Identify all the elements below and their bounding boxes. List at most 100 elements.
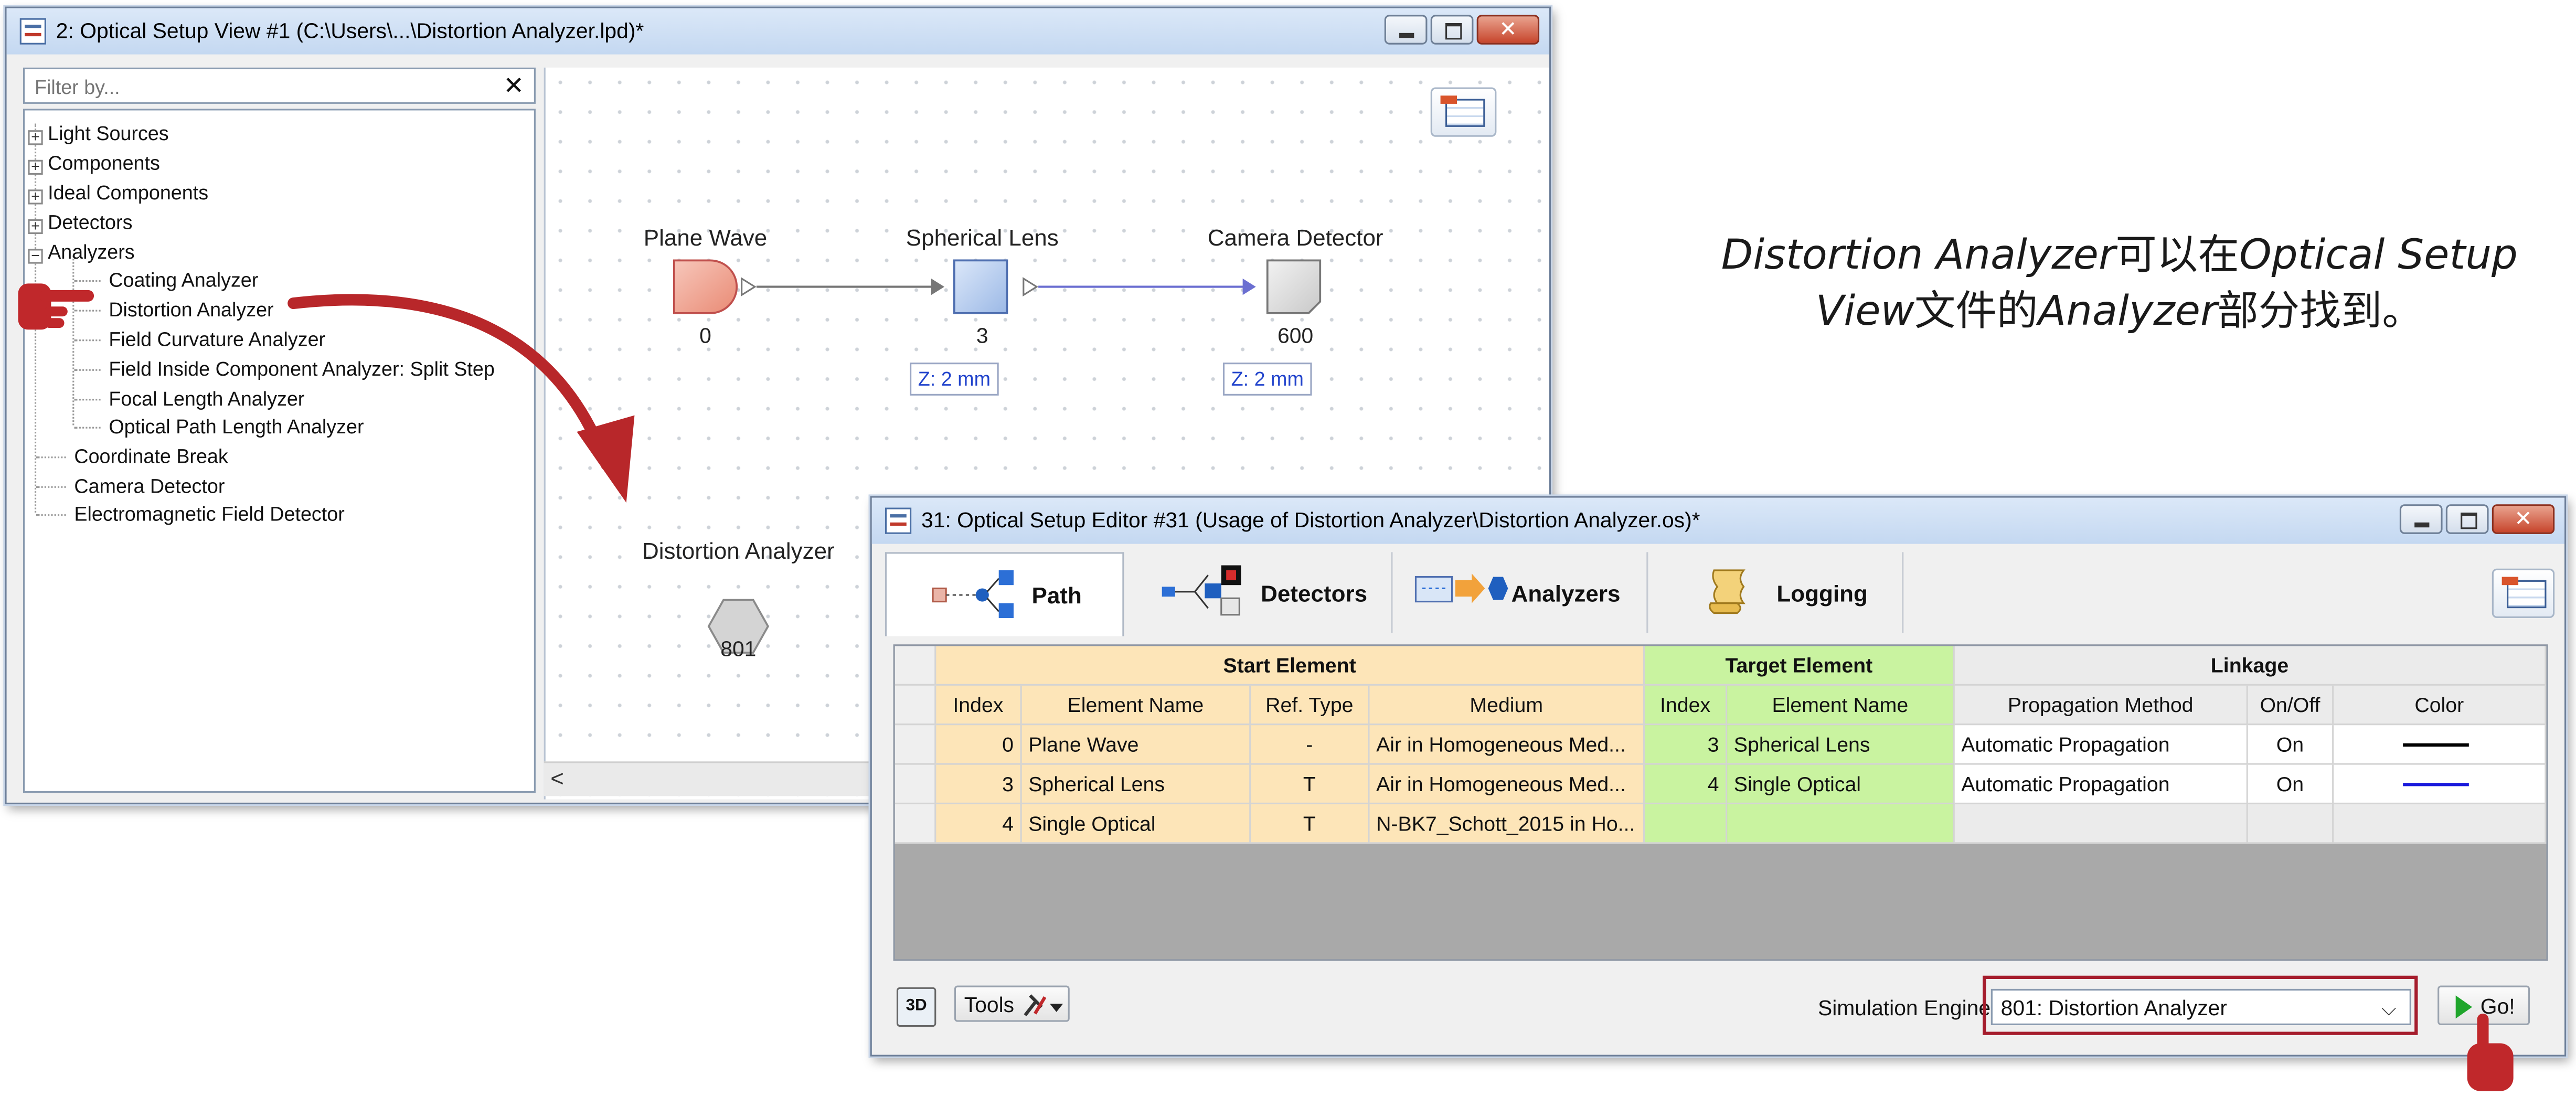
window-title: 31: Optical Setup Editor #31 (Usage of D… [921, 507, 1700, 533]
tree-line [74, 427, 101, 429]
tree-item-field-inside-component[interactable]: Field Inside Component Analyzer: Split S… [109, 357, 495, 381]
col-medium[interactable]: Medium [1369, 685, 1645, 726]
cell-on-off[interactable] [2248, 804, 2334, 844]
cell-medium[interactable]: Air in Homogeneous Med... [1369, 764, 1645, 805]
scroll-left-icon[interactable]: < [550, 764, 564, 791]
cell-propagation-method[interactable] [1954, 804, 2248, 844]
row-header[interactable] [895, 764, 936, 805]
tab-logging[interactable]: Logging [1648, 552, 1904, 633]
col-target-element-name[interactable]: Element Name [1727, 685, 1955, 726]
col-index[interactable]: Index [936, 685, 1022, 726]
col-target-index[interactable]: Index [1645, 685, 1728, 726]
cell-ref-type[interactable]: T [1251, 764, 1370, 805]
cell-target-index[interactable]: 3 [1645, 725, 1728, 765]
cell-color[interactable] [2334, 804, 2547, 844]
tree-item-distortion-analyzer[interactable]: Distortion Analyzer [109, 298, 274, 322]
tree-item-ideal-components[interactable]: +Ideal Components [28, 179, 208, 206]
camera-detector-icon[interactable] [1266, 259, 1322, 314]
cell-element-name[interactable]: Plane Wave [1021, 725, 1251, 765]
connection-lines [673, 259, 1322, 654]
expand-icon[interactable]: + [28, 218, 43, 235]
go-button[interactable]: Go! [2437, 985, 2530, 1025]
tree-item-optical-path-length-analyzer[interactable]: Optical Path Length Analyzer [109, 415, 364, 439]
tab-detectors[interactable]: Detectors [1129, 552, 1393, 633]
table-row[interactable]: 3 Spherical Lens T Air in Homogeneous Me… [895, 764, 2547, 805]
editor-tabs: Path Detectors [885, 552, 2555, 636]
close-button[interactable]: ✕ [2492, 504, 2555, 534]
cell-ref-type[interactable]: - [1251, 725, 1370, 765]
expand-icon[interactable]: + [28, 159, 43, 175]
cell-target-index[interactable]: 4 [1645, 764, 1728, 805]
cell-element-name[interactable]: Spherical Lens [1021, 764, 1251, 805]
cell-medium[interactable]: Air in Homogeneous Med... [1369, 725, 1645, 765]
layout-toolbar-icon[interactable] [2492, 568, 2555, 619]
titlebar[interactable]: 31: Optical Setup Editor #31 (Usage of D… [871, 497, 2565, 544]
col-on-off[interactable]: On/Off [2248, 685, 2334, 726]
tools-button[interactable]: Tools [954, 985, 1070, 1022]
collapse-icon[interactable]: − [28, 248, 43, 264]
annotation-part: Distortion Analyzer [1721, 230, 2116, 279]
cell-element-name[interactable]: Single Optical [1021, 804, 1251, 844]
expand-icon[interactable]: + [28, 130, 43, 145]
minimize-button[interactable] [2399, 504, 2443, 534]
titlebar[interactable]: 2: Optical Setup View #1 (C:\Users\...\D… [6, 8, 1549, 55]
cell-target-element-name[interactable]: Spherical Lens [1727, 725, 1955, 765]
tree-item-light-sources[interactable]: +Light Sources [28, 120, 169, 146]
cell-index[interactable]: 4 [936, 804, 1022, 844]
tree-item-detectors[interactable]: +Detectors [28, 209, 132, 236]
col-ref-type[interactable]: Ref. Type [1251, 685, 1370, 726]
col-color[interactable]: Color [2334, 685, 2547, 726]
cell-target-element-name[interactable] [1727, 804, 1955, 844]
filter-input[interactable] [31, 71, 499, 104]
table-row[interactable]: 4 Single Optical T N-BK7_Schott_2015 in … [895, 804, 2547, 844]
cell-propagation-method[interactable]: Automatic Propagation [1954, 764, 2248, 805]
col-propagation-method[interactable]: Propagation Method [1954, 685, 2248, 726]
z-distance-tag[interactable]: Z: 2 mm [1222, 363, 1312, 396]
cell-color[interactable] [2334, 725, 2547, 765]
cell-index[interactable]: 3 [936, 764, 1022, 805]
row-header[interactable] [895, 725, 936, 765]
simulation-engine-select[interactable]: 801: Distortion Analyzer ⌵ [1990, 988, 2411, 1025]
maximize-button[interactable] [1430, 15, 1474, 45]
cell-target-element-name[interactable]: Single Optical [1727, 764, 1955, 805]
chevron-down-icon: ⌵ [2381, 997, 2397, 1020]
pointing-hand-icon [18, 283, 94, 330]
clear-filter-icon[interactable]: ✕ [503, 72, 524, 101]
table-row[interactable]: 0 Plane Wave - Air in Homogeneous Med...… [895, 725, 2547, 765]
cell-on-off[interactable]: On [2248, 764, 2334, 805]
cell-color[interactable] [2334, 764, 2547, 805]
spherical-lens-icon[interactable] [953, 259, 1008, 314]
group-header-row: Start Element Target Element Linkage [895, 646, 2547, 686]
z-distance-tag[interactable]: Z: 2 mm [910, 363, 999, 396]
cell-index[interactable]: 0 [936, 725, 1022, 765]
plane-wave-icon[interactable] [673, 259, 738, 314]
tree-item-components[interactable]: +Components [28, 150, 160, 176]
tree-item-coating-analyzer[interactable]: Coating Analyzer [109, 269, 259, 292]
close-button[interactable]: ✕ [1476, 15, 1540, 45]
3d-view-button[interactable]: 3D [896, 987, 936, 1027]
cell-ref-type[interactable]: T [1251, 804, 1370, 844]
tab-analyzers[interactable]: Analyzers [1392, 552, 1648, 633]
tree-item-camera-detector[interactable]: Camera Detector [74, 474, 225, 498]
tree-item-focal-length-analyzer[interactable]: Focal Length Analyzer [109, 387, 305, 411]
tree-item-analyzers[interactable]: −Analyzers [28, 239, 135, 265]
tab-path[interactable]: Path [885, 552, 1124, 636]
expand-icon[interactable]: + [28, 189, 43, 205]
cell-propagation-method[interactable]: Automatic Propagation [1954, 725, 2248, 765]
minimize-button[interactable] [1384, 15, 1428, 45]
cell-medium[interactable]: N-BK7_Schott_2015 in Ho... [1369, 804, 1645, 844]
tree-item-coordinate-break[interactable]: Coordinate Break [74, 445, 228, 469]
cell-target-index[interactable] [1645, 804, 1728, 844]
layout-toolbar-icon[interactable] [1430, 87, 1497, 137]
filter-box: ✕ [23, 67, 536, 104]
maximize-button[interactable] [2445, 504, 2489, 534]
distortion-analyzer-icon[interactable] [707, 599, 770, 654]
col-element-name[interactable]: Element Name [1021, 685, 1251, 726]
tree-item-em-field-detector[interactable]: Electromagnetic Field Detector [74, 503, 345, 526]
annotation-text: Distortion Analyzer可以在Optical Setup View… [1675, 228, 2564, 340]
cell-on-off[interactable]: On [2248, 725, 2334, 765]
tree-item-field-curvature-analyzer[interactable]: Field Curvature Analyzer [109, 328, 326, 352]
row-header[interactable] [895, 804, 936, 844]
annotation-part: 文件的 [1914, 286, 2038, 335]
